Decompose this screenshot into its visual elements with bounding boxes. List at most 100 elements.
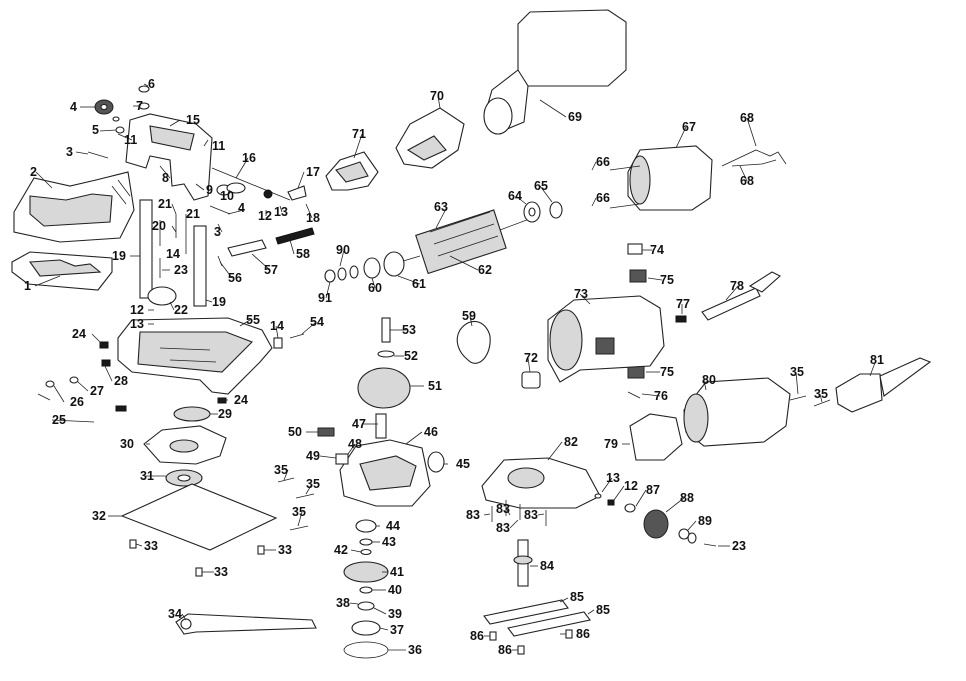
callout-19: 19 <box>112 249 126 263</box>
callout-47: 47 <box>352 417 366 431</box>
callout-14: 14 <box>166 247 180 261</box>
part-knob-group <box>357 317 411 409</box>
part-rod <box>211 167 291 201</box>
part-guide-plate <box>11 251 113 291</box>
callout-45: 45 <box>456 457 470 471</box>
callout-67: 67 <box>682 120 696 134</box>
callout-23: 23 <box>174 263 188 277</box>
callout-22: 22 <box>174 303 188 317</box>
callout-5: 5 <box>92 123 99 137</box>
callout-56: 56 <box>228 271 242 285</box>
callout-53: 53 <box>402 323 416 337</box>
part-front-bracket <box>481 457 601 509</box>
callout-29: 29 <box>218 407 232 421</box>
part-flange <box>165 469 203 487</box>
part-pin <box>87 151 231 215</box>
callout-12: 12 <box>258 209 272 223</box>
callout-87: 87 <box>646 483 660 497</box>
callout-37: 37 <box>390 623 404 637</box>
callout-85: 85 <box>570 590 584 604</box>
part-wires-68 <box>721 149 787 167</box>
part-cutter <box>143 425 227 465</box>
callout-55: 55 <box>246 313 260 327</box>
callout-91: 91 <box>318 291 332 305</box>
callout-19: 19 <box>212 295 226 309</box>
callout-66: 66 <box>596 191 610 205</box>
callout-28: 28 <box>114 374 128 388</box>
callout-79: 79 <box>604 437 618 451</box>
part-dust-bag <box>483 9 627 135</box>
callout-11: 11 <box>124 133 137 147</box>
callout-33: 33 <box>214 565 228 579</box>
callout-39: 39 <box>388 607 402 621</box>
callout-35: 35 <box>292 505 306 519</box>
callout-46: 46 <box>424 425 438 439</box>
callout-24: 24 <box>234 393 248 407</box>
callout-12: 12 <box>130 303 144 317</box>
part-slide-bars <box>483 599 591 637</box>
callout-21: 21 <box>158 197 172 211</box>
part-washers-60-61-90-91 <box>324 251 405 283</box>
callout-49: 49 <box>306 449 320 463</box>
part-screws-left <box>159 214 187 278</box>
part-column <box>139 199 207 307</box>
callout-25: 25 <box>52 413 66 427</box>
part-rear-housing <box>683 377 791 447</box>
callout-78: 78 <box>730 279 744 293</box>
callout-61: 61 <box>412 277 426 291</box>
callout-52: 52 <box>404 349 418 363</box>
callout-31: 31 <box>140 469 154 483</box>
callout-65: 65 <box>534 179 548 193</box>
part-armature <box>399 209 533 275</box>
callout-11: 11 <box>212 139 225 153</box>
callout-77: 77 <box>676 297 690 311</box>
part-stator <box>609 145 713 211</box>
callout-4: 4 <box>238 201 245 215</box>
part-small-46-area <box>317 413 445 473</box>
part-motor-housing <box>547 295 665 383</box>
callout-70: 70 <box>430 89 444 103</box>
part-spindle <box>513 539 533 587</box>
callout-7: 7 <box>136 99 143 113</box>
part-pins-mid <box>273 333 305 349</box>
part-switch <box>629 413 683 461</box>
leader-lines <box>34 83 877 651</box>
callout-89: 89 <box>698 514 712 528</box>
callout-17: 17 <box>306 165 320 179</box>
part-foot <box>147 286 177 306</box>
callout-30: 30 <box>120 437 134 451</box>
callout-14: 14 <box>270 319 284 333</box>
callout-88: 88 <box>680 491 694 505</box>
callout-13: 13 <box>130 317 144 331</box>
part-base-frame <box>13 171 135 243</box>
callout-18: 18 <box>306 211 320 225</box>
callout-83: 83 <box>496 502 510 516</box>
callout-90: 90 <box>336 243 350 257</box>
callout-44: 44 <box>386 519 400 533</box>
callout-83: 83 <box>466 508 480 522</box>
callout-51: 51 <box>428 379 442 393</box>
callout-75: 75 <box>660 273 674 287</box>
callout-16: 16 <box>242 151 256 165</box>
callout-60: 60 <box>368 281 382 295</box>
callout-13: 13 <box>274 205 288 219</box>
callout-85: 85 <box>596 603 610 617</box>
callout-41: 41 <box>390 565 404 579</box>
callout-3: 3 <box>66 145 73 159</box>
part-brushes <box>627 243 647 399</box>
callout-86: 86 <box>498 643 512 657</box>
callout-21: 21 <box>186 207 200 221</box>
callout-59: 59 <box>462 309 476 323</box>
callout-15: 15 <box>186 113 200 127</box>
callout-33: 33 <box>144 539 158 553</box>
part-gear-housing <box>339 439 431 507</box>
callout-71: 71 <box>352 127 366 141</box>
part-washer <box>173 406 211 422</box>
callout-84: 84 <box>540 559 554 573</box>
callout-73: 73 <box>574 287 588 301</box>
part-duct <box>395 107 465 169</box>
callout-57: 57 <box>264 263 278 277</box>
part-wrench <box>175 613 317 635</box>
callout-1: 1 <box>24 279 31 293</box>
callout-40: 40 <box>388 583 402 597</box>
